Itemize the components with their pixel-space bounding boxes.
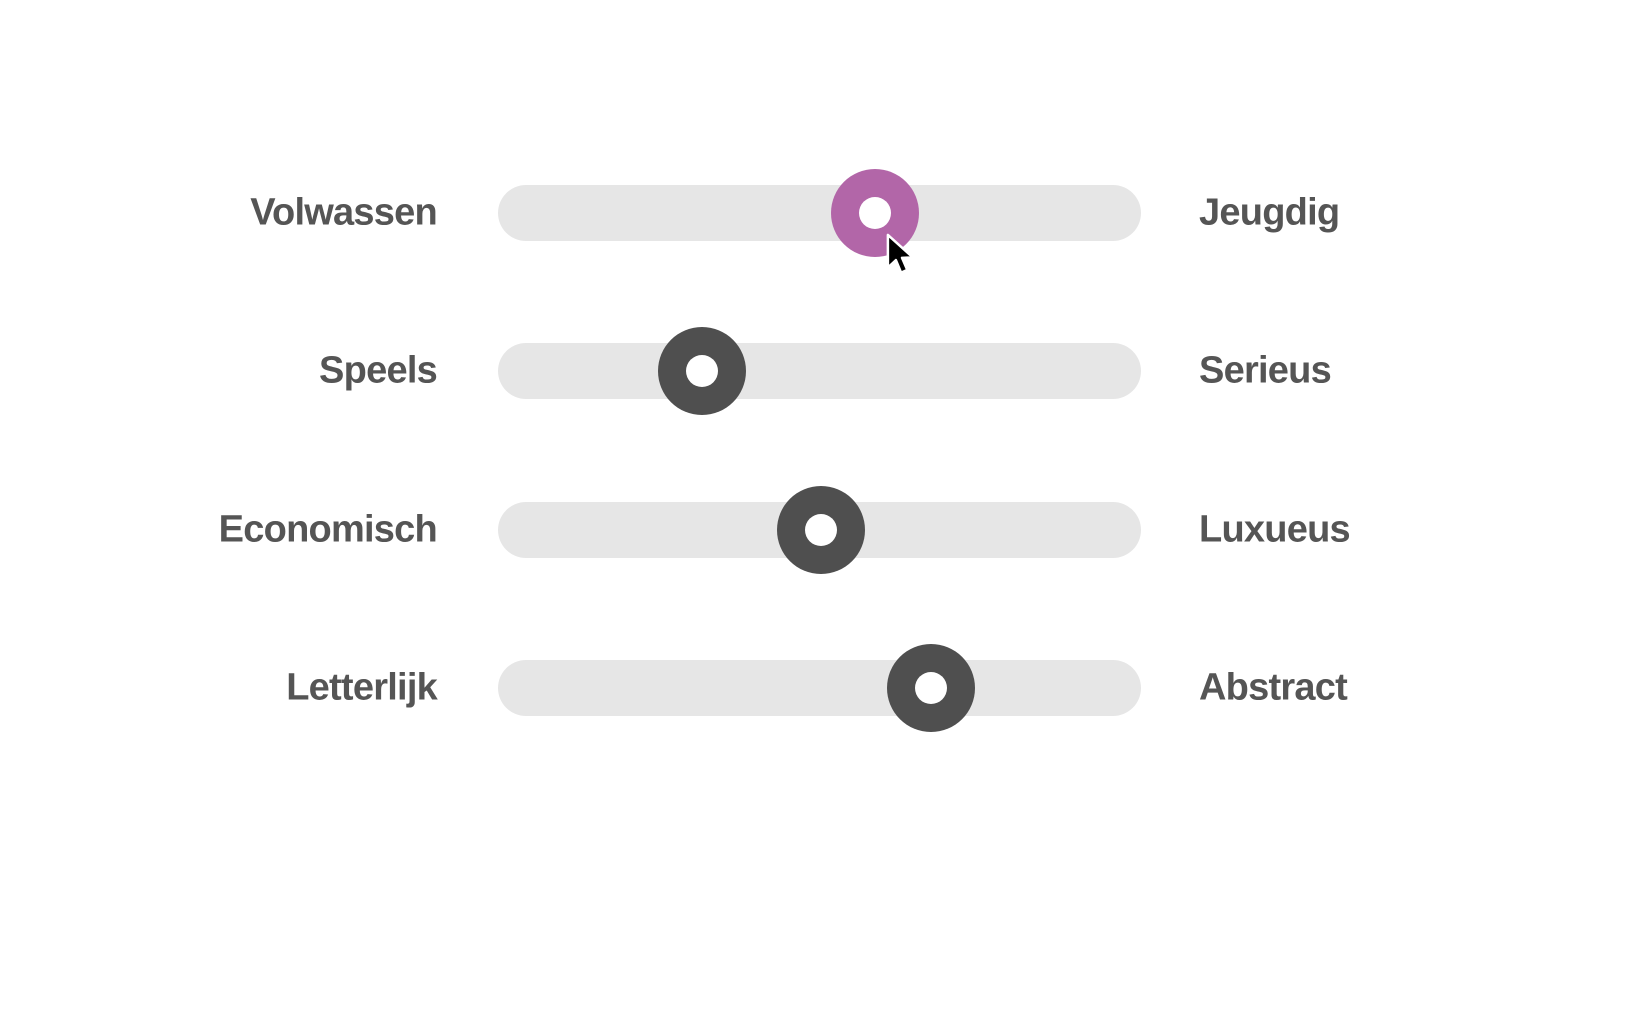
slider-left-label: Speels [319, 349, 438, 392]
slider-left-label: Letterlijk [286, 666, 438, 709]
slider-handle[interactable] [658, 327, 747, 415]
slider-right-label: Serieus [1199, 349, 1332, 392]
slider-track[interactable] [498, 644, 1141, 732]
slider-handle[interactable] [887, 644, 976, 732]
slider-handle-hole [686, 355, 719, 387]
slider-track[interactable] [498, 486, 1141, 574]
slider-handle-hole [805, 514, 838, 546]
slider-row-volwassen-jeugdig: Volwassen Jeugdig [0, 169, 1636, 257]
slider-right-label: Jeugdig [1199, 191, 1340, 234]
slider-left-label: Economisch [218, 508, 438, 551]
slider-track[interactable] [498, 169, 1141, 257]
slider-row-economisch-luxueus: Economisch Luxueus [0, 486, 1636, 574]
slider-track[interactable] [498, 327, 1141, 415]
slider-left-label: Volwassen [250, 191, 438, 234]
slider-row-letterlijk-abstract: Letterlijk Abstract [0, 644, 1636, 732]
slider-row-speels-serieus: Speels Serieus [0, 327, 1636, 415]
slider-handle[interactable] [831, 169, 920, 257]
slider-handle-hole [915, 672, 948, 704]
slider-right-label: Abstract [1199, 666, 1348, 709]
slider-handle[interactable] [777, 486, 866, 574]
slider-right-label: Luxueus [1199, 508, 1351, 551]
slider-handle-hole [859, 197, 892, 229]
